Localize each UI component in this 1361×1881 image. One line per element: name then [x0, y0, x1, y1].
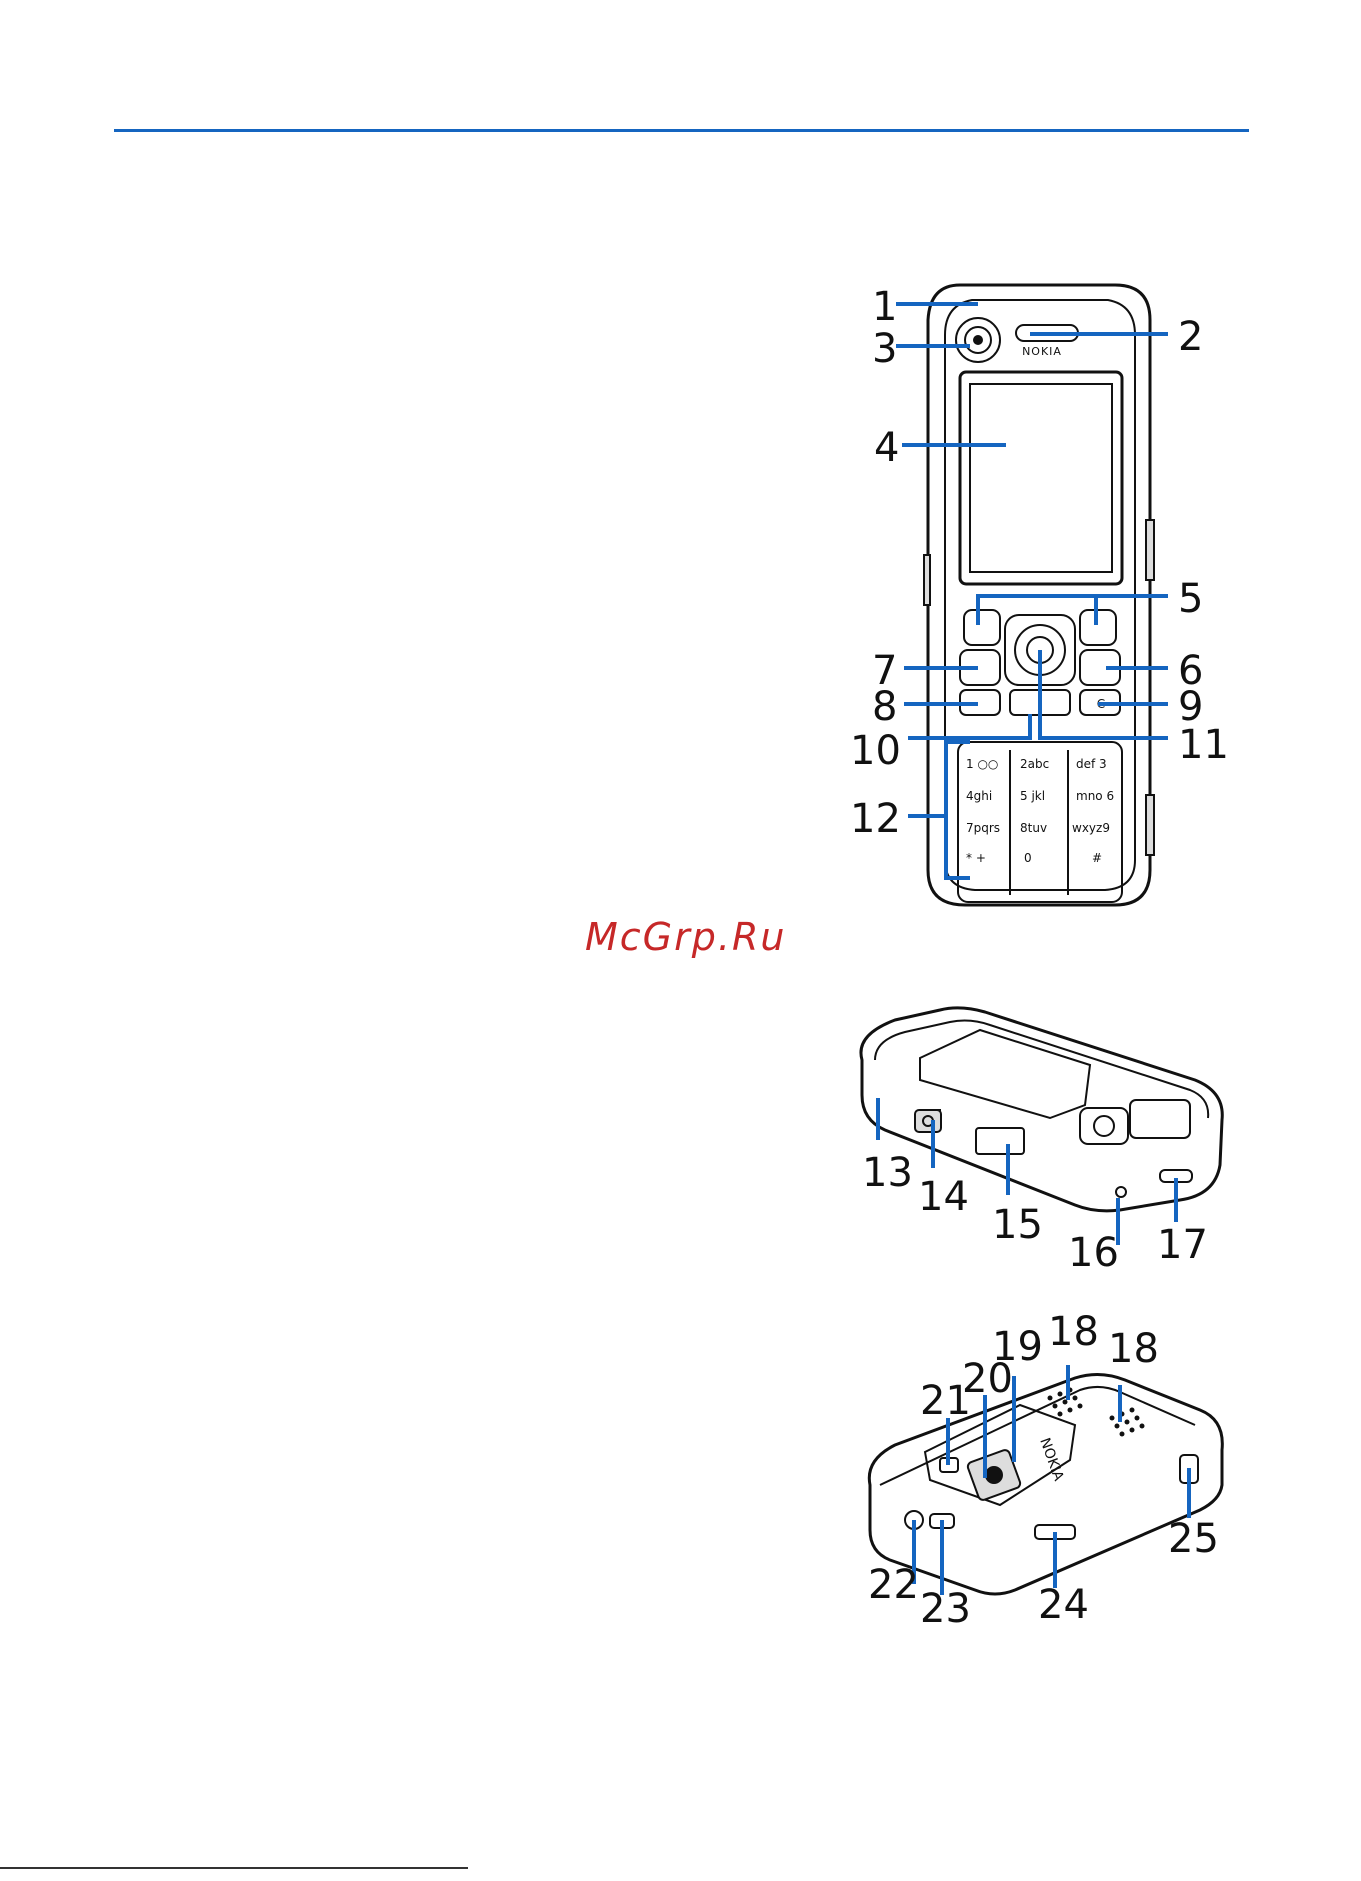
- side-view: 13 14 15 16 17: [861, 1008, 1222, 1276]
- front-view: NOKIA C 1 ○○ 2abc def 3 4ghi 5 jkl mno 6…: [850, 284, 1229, 905]
- callout-3: 3: [872, 326, 897, 372]
- callout-12: 12: [850, 796, 901, 842]
- callout-8: 8: [872, 684, 897, 730]
- key-3: def 3: [1076, 757, 1107, 771]
- key-8: 8tuv: [1020, 821, 1047, 835]
- key-hash: #: [1092, 851, 1102, 865]
- key-6: mno 6: [1076, 789, 1114, 803]
- callout-10: 10: [850, 728, 901, 774]
- callout-11: 11: [1178, 722, 1229, 768]
- callout-18b: 18: [1108, 1326, 1159, 1372]
- side-key-lower: [1146, 795, 1154, 855]
- back-view: NOKIA 18 18 1: [868, 1309, 1222, 1632]
- callout-24: 24: [1038, 1582, 1089, 1628]
- callout-16: 16: [1068, 1230, 1119, 1276]
- callout-14: 14: [918, 1174, 969, 1220]
- camera-key: [915, 1110, 941, 1132]
- callout-13: 13: [862, 1150, 913, 1196]
- callout-17: 17: [1157, 1222, 1208, 1268]
- callout-1: 1: [872, 284, 897, 330]
- callout-2: 2: [1178, 314, 1203, 360]
- key-star: * +: [966, 851, 986, 865]
- front-brand: NOKIA: [1022, 345, 1062, 358]
- callout-21: 21: [920, 1378, 971, 1424]
- callout-5: 5: [1178, 576, 1203, 622]
- callout-18a: 18: [1048, 1309, 1099, 1355]
- side-key-left: [924, 555, 930, 605]
- callout-15: 15: [992, 1202, 1043, 1248]
- key-9: wxyz9: [1072, 821, 1110, 835]
- key-2: 2abc: [1020, 757, 1049, 771]
- callout-23: 23: [920, 1586, 971, 1632]
- key-7: 7pqrs: [966, 821, 1000, 835]
- key-5: 5 jkl: [1020, 789, 1045, 803]
- key-0: 0: [1024, 851, 1032, 865]
- display: [960, 372, 1122, 584]
- callout-22: 22: [868, 1562, 919, 1608]
- key-4: 4ghi: [966, 789, 992, 803]
- side-body: [861, 1008, 1222, 1211]
- camera-lens: [985, 1466, 1003, 1484]
- side-key: [1146, 520, 1154, 580]
- callout-4: 4: [874, 425, 899, 471]
- callout-25: 25: [1168, 1516, 1219, 1562]
- key-1: 1 ○○: [966, 757, 998, 771]
